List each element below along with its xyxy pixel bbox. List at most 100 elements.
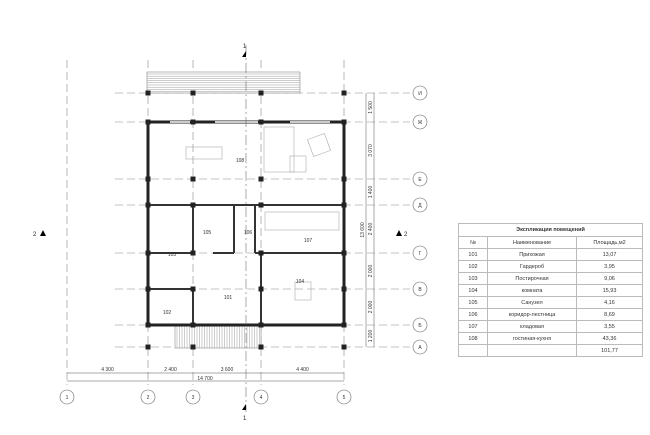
column [190, 202, 196, 208]
room-number: 102 [457, 260, 489, 273]
room-name: комната [487, 284, 577, 297]
axis-label: Б [418, 323, 422, 329]
room-label: 108 [236, 158, 245, 164]
entrance-porch [174, 325, 262, 349]
dining-table [185, 146, 223, 160]
section-mark-right: 2 [404, 232, 408, 238]
dimension-label: 1 200 [368, 330, 374, 343]
axis-bubble [59, 389, 75, 405]
column [145, 202, 151, 208]
room-label: 106 [244, 230, 253, 236]
section-mark-bottom: 1 [243, 416, 247, 422]
room-area: 13,07 [576, 248, 643, 261]
axis-label: 3 [192, 395, 195, 401]
axis-label: 1 [66, 395, 69, 401]
room-name: Гардероб [487, 260, 577, 273]
column [190, 286, 196, 292]
section-arrow-icon [40, 230, 46, 236]
axis-label: Ж [418, 120, 423, 126]
section-arrow-icon [242, 51, 246, 57]
column [258, 90, 264, 96]
room-number: 105 [457, 296, 489, 309]
header-area: Площадь,м2 [576, 236, 643, 249]
room-name: коридор-лестница [487, 308, 577, 321]
column [145, 344, 151, 350]
room-name: Санузел [487, 296, 577, 309]
section-arrow-icon [242, 404, 246, 410]
axis-bubble [412, 197, 428, 213]
dimension-total: 13 600 [360, 222, 366, 238]
room-number: 106 [457, 308, 489, 321]
column [145, 250, 151, 256]
column [341, 322, 347, 328]
column [341, 176, 347, 182]
coffee-table [289, 155, 307, 173]
total-area: 101,77 [576, 344, 643, 357]
axis-label: 5 [343, 395, 346, 401]
room-label: 103 [168, 252, 177, 258]
column [341, 344, 347, 350]
column [190, 344, 196, 350]
room-name: кладовая [487, 320, 577, 333]
room-name: Постирочная [487, 272, 577, 285]
column [258, 202, 264, 208]
axis-label: В [418, 287, 422, 293]
room-name: гостиная-кухня [487, 332, 577, 345]
column [258, 344, 264, 350]
room-number: 108 [457, 332, 489, 345]
room-area: 9,06 [576, 272, 643, 285]
room-label: 104 [296, 279, 305, 285]
room-number: 104 [457, 284, 489, 297]
room-area: 43,36 [576, 332, 643, 345]
axis-bubble [412, 317, 428, 333]
terrace [146, 71, 301, 94]
exterior-wall [146, 120, 346, 327]
total-empty [457, 344, 489, 357]
axis-label: А [418, 345, 422, 351]
column [258, 250, 264, 256]
header-name: Наименование [487, 236, 577, 249]
column [145, 90, 151, 96]
axis-bubble [140, 389, 156, 405]
room-number: 101 [457, 248, 489, 261]
dimension-label: 3 070 [368, 144, 374, 157]
column [190, 322, 196, 328]
column [145, 286, 151, 292]
table-title: Экспликация помещений [458, 223, 643, 237]
room-label: 102 [163, 310, 172, 316]
axis-bubble [412, 339, 428, 355]
total-empty [487, 344, 577, 357]
column [145, 176, 151, 182]
axis-label: Г [419, 251, 422, 257]
header-number: № [457, 236, 489, 249]
room-label: 105 [203, 230, 212, 236]
dimension-label: 4 400 [296, 367, 309, 373]
dimension-label: 2 000 [368, 301, 374, 314]
room-number: 107 [457, 320, 489, 333]
section-mark-left: 2 [33, 232, 37, 238]
column [341, 90, 347, 96]
bed [294, 281, 312, 301]
room-area: 3,95 [576, 260, 643, 273]
axis-label: Е [418, 177, 422, 183]
room-label: 107 [304, 238, 313, 244]
axis-bubble [412, 281, 428, 297]
dimension-label: 1 400 [368, 186, 374, 199]
room-schedule-table: Экспликация помещений № Наименование Пло… [457, 223, 643, 357]
dimension-label: 1 500 [368, 101, 374, 114]
axis-bubble [336, 389, 352, 405]
section-arrow-icon [396, 230, 402, 236]
dimension-label: 4 300 [101, 367, 114, 373]
room-number: 103 [457, 272, 489, 285]
column [258, 176, 264, 182]
column [258, 286, 264, 292]
axis-label: Д [418, 203, 422, 209]
